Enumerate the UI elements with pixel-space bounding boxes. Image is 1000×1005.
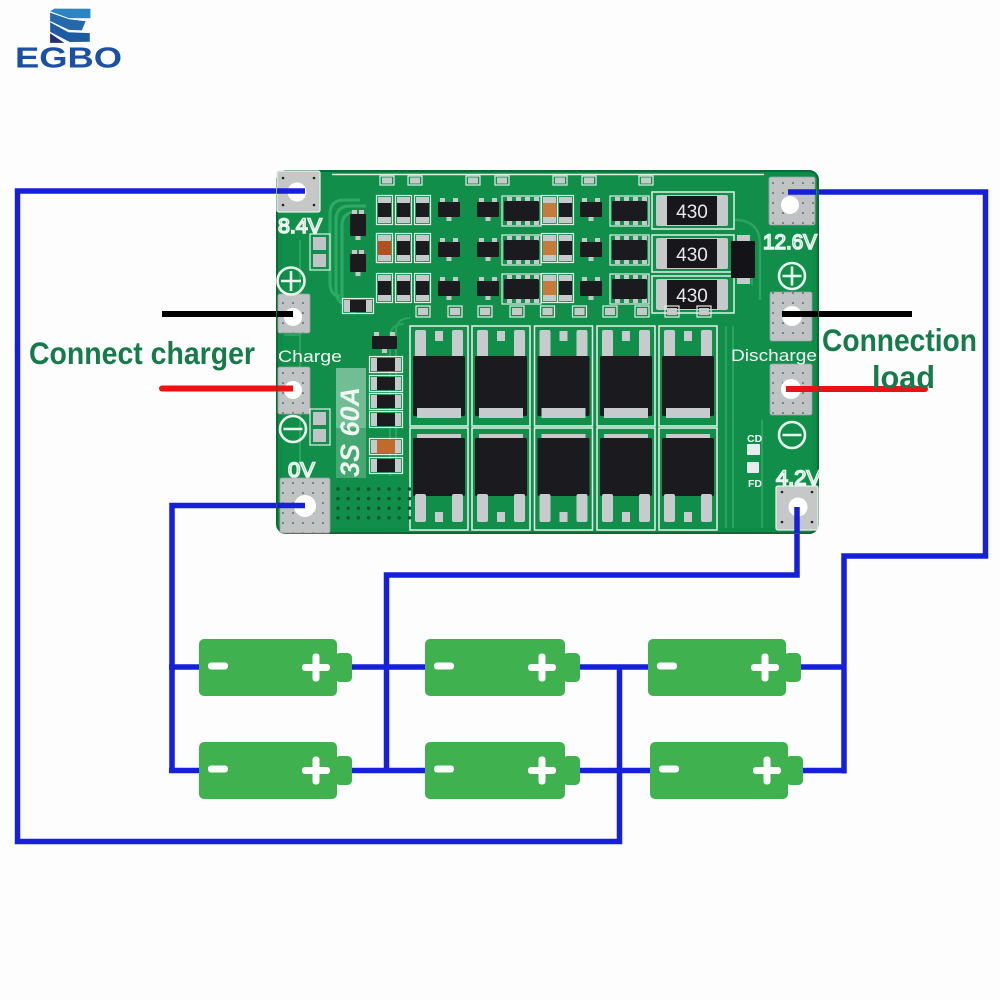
svg-text:3S 60A: 3S 60A xyxy=(335,387,365,477)
svg-text:430: 430 xyxy=(676,245,708,266)
svg-text:8.4V: 8.4V xyxy=(278,215,322,238)
svg-text:12.6V: 12.6V xyxy=(763,231,817,254)
svg-text:CD: CD xyxy=(747,433,763,445)
svg-text:430: 430 xyxy=(676,202,708,223)
svg-text:load: load xyxy=(872,359,935,395)
svg-text:FD: FD xyxy=(748,478,762,490)
svg-text:Connection: Connection xyxy=(822,322,977,358)
svg-text:430: 430 xyxy=(676,286,708,307)
svg-text:Connect charger: Connect charger xyxy=(29,335,255,371)
svg-text:4.2V: 4.2V xyxy=(776,467,821,490)
svg-text:0V: 0V xyxy=(288,459,315,482)
svg-text:Discharge: Discharge xyxy=(731,346,817,365)
svg-text:Charge: Charge xyxy=(278,347,342,366)
svg-text:EGBO: EGBO xyxy=(15,43,122,75)
